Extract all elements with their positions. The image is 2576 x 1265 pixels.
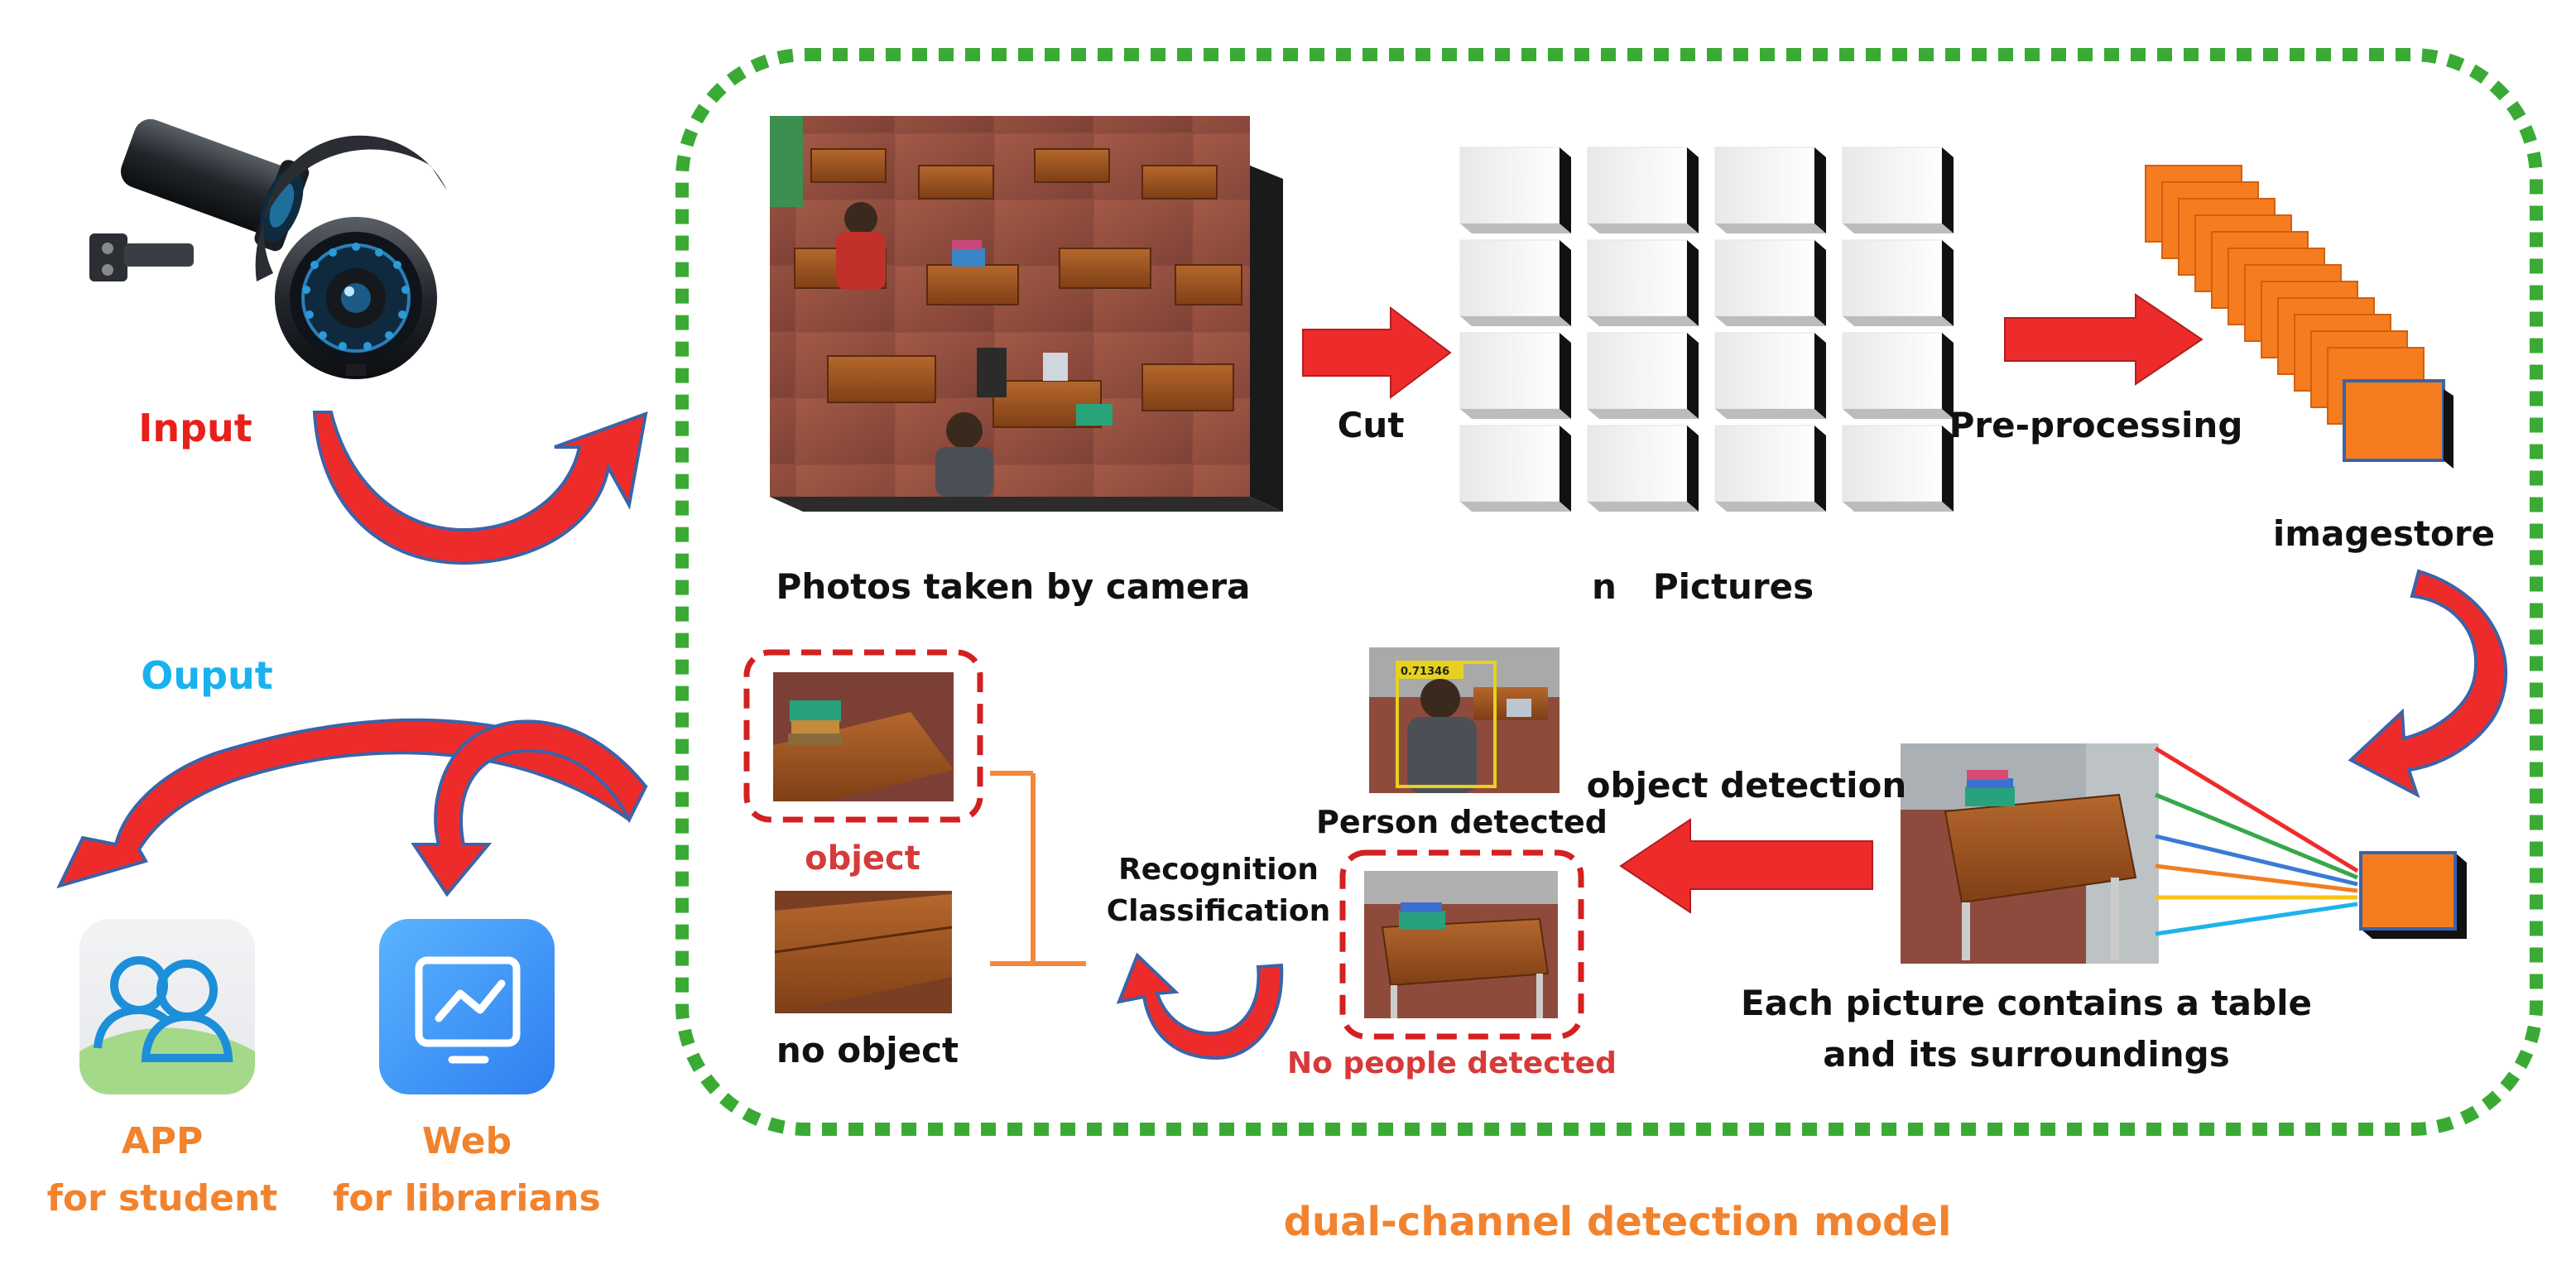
picture-card (1587, 147, 1699, 233)
imagestore-label: imagestore (2273, 513, 2495, 554)
input-curved-arrow (312, 411, 648, 565)
picture-card (1714, 425, 1826, 512)
picture-card (1459, 147, 1571, 233)
classification-label: Classification (1107, 894, 1330, 928)
output-arrow-app (56, 718, 648, 889)
model-label: dual-channel detection model (1284, 1199, 1952, 1245)
output-arrow-web (411, 719, 648, 897)
input-label: Input (138, 406, 252, 450)
imagestore-stack (2145, 165, 2453, 469)
picture-card (1587, 332, 1699, 419)
output-label: Ouput (141, 653, 273, 698)
user-group-icon (94, 956, 233, 1062)
object-image (743, 649, 983, 823)
each-picture-line2: and its surroundings (1823, 1034, 2229, 1075)
picture-card (1842, 332, 1954, 419)
app-label-line2: for student (47, 1177, 278, 1219)
object-label: object (805, 839, 920, 878)
monitor-chart-icon (415, 956, 521, 1064)
object-detection-label: object detection (1587, 765, 1907, 806)
no-people-label: No people detected (1287, 1046, 1617, 1080)
pictures-grid (1459, 147, 1954, 512)
single-frame (2359, 851, 2467, 939)
picture-card (1842, 239, 1954, 326)
picture-card (1459, 239, 1571, 326)
no-people-image (1339, 849, 1584, 1040)
picture-card (1587, 239, 1699, 326)
cut-label: Cut (1338, 405, 1405, 445)
classroom-photo (770, 116, 1283, 512)
photos-label: Photos taken by camera (776, 566, 1251, 607)
confidence-score: 0.71346 (1401, 666, 1449, 678)
cut-arrow (1302, 306, 1452, 399)
object-detection-arrow (1619, 818, 1873, 914)
picture-card (1714, 332, 1826, 419)
picture-card (1842, 425, 1954, 512)
preprocessing-arrow (2004, 293, 2204, 386)
app-label-line1: APP (122, 1120, 204, 1162)
web-icon-tile[interactable] (379, 919, 555, 1094)
picture-card (1714, 147, 1826, 233)
web-label-line2: for librarians (333, 1177, 600, 1219)
preprocessing-label: Pre-processing (1949, 405, 2243, 445)
recognition-label: Recognition (1118, 853, 1319, 887)
picture-card (1459, 332, 1571, 419)
web-label-line1: Web (422, 1120, 512, 1162)
picture-card (1842, 147, 1954, 233)
no-object-image (774, 891, 953, 1013)
model-boundary (675, 48, 2543, 1136)
person-detected-image: 0.71346 (1369, 647, 1560, 793)
no-object-label: no object (776, 1030, 959, 1070)
picture-rays (2154, 746, 2359, 936)
cctv-camera-icon (89, 118, 447, 379)
n-label: n (1592, 566, 1617, 607)
each-picture-line1: Each picture contains a table (1741, 983, 2312, 1023)
imagestore-curved-arrow (2348, 569, 2508, 799)
picture-card (1459, 425, 1571, 512)
picture-card (1587, 425, 1699, 512)
table-picture (1901, 743, 2159, 964)
app-icon-tile[interactable] (79, 919, 255, 1094)
person-detected-label: Person detected (1316, 804, 1608, 840)
picture-card (1714, 239, 1826, 326)
classification-curved-arrow (1116, 952, 1284, 1061)
classification-bracket (990, 771, 1086, 966)
pictures-label: Pictures (1653, 566, 1814, 607)
